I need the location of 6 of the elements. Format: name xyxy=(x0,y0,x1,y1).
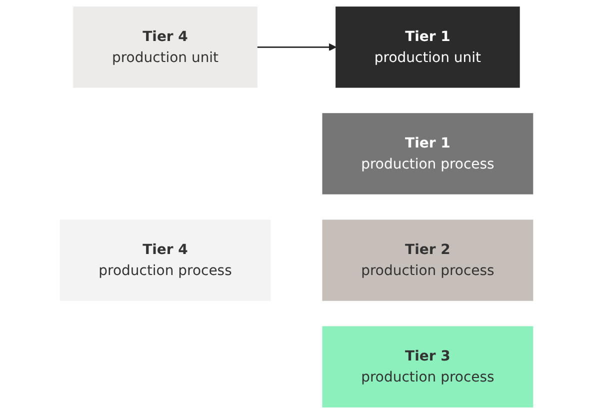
node-box: Tier 4 production unit xyxy=(72,6,257,88)
node-box: Tier 1 production process xyxy=(322,113,533,194)
node-box: Tier 3 production process xyxy=(322,326,533,408)
arrow xyxy=(256,43,336,51)
node-box: Tier 1 production unit xyxy=(335,6,520,88)
node-box: Tier 2 production process xyxy=(322,220,533,301)
